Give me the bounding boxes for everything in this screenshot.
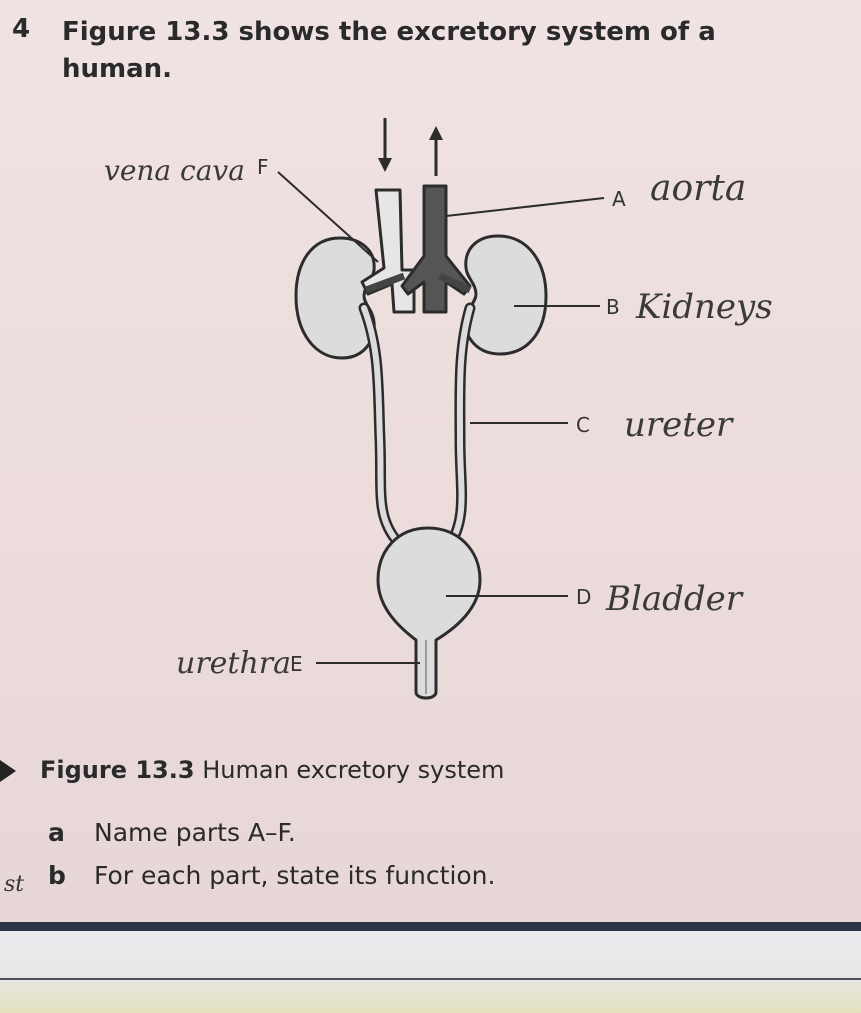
figure-caption: Figure 13.3 Human excretory system <box>40 756 504 784</box>
left-kidney <box>294 236 376 360</box>
sub-question-letter: a <box>48 818 65 847</box>
question-number: 4 <box>12 14 31 44</box>
label-d: D <box>576 585 591 609</box>
excretory-system-diagram: A B C D E F aorta Kidneys ureter Bladder… <box>104 118 773 700</box>
sub-question-letter: b <box>48 861 66 890</box>
page-divider <box>0 922 861 931</box>
handwritten-answer-b: Kidneys <box>635 287 773 327</box>
sub-question-a: a Name parts A–F. <box>48 818 296 847</box>
handwritten-answer-e: urethra <box>176 646 291 681</box>
sub-question-text: Name parts A–F. <box>94 818 296 847</box>
page-background <box>0 0 861 930</box>
figure-number: Figure 13.3 <box>40 756 195 784</box>
label-b: B <box>606 295 620 319</box>
handwritten-answer-a: aorta <box>650 168 746 209</box>
flow-arrows <box>378 118 443 176</box>
handwritten-answer-d: Bladder <box>605 579 744 619</box>
answer-line <box>0 978 861 980</box>
handwritten-answer-f: vena cava <box>104 154 245 187</box>
caption-marker <box>0 760 16 782</box>
label-e: E <box>290 652 303 676</box>
vena-cava <box>360 188 416 314</box>
figure-title: Human excretory system <box>202 756 505 784</box>
question-text: Figure 13.3 shows the excretory system o… <box>62 17 716 84</box>
label-c: C <box>576 413 590 437</box>
margin-note: st <box>4 872 25 897</box>
sub-question-text: For each part, state its function. <box>94 861 496 890</box>
right-kidney <box>464 234 548 356</box>
bladder <box>376 526 482 700</box>
leader-line-a <box>445 197 605 217</box>
sub-question-b: b For each part, state its function. <box>48 861 495 890</box>
next-page-area <box>0 931 861 1013</box>
label-f: F <box>257 155 269 179</box>
leader-line-f <box>277 171 379 263</box>
label-a: A <box>612 187 626 211</box>
handwritten-answer-c: ureter <box>624 405 734 445</box>
